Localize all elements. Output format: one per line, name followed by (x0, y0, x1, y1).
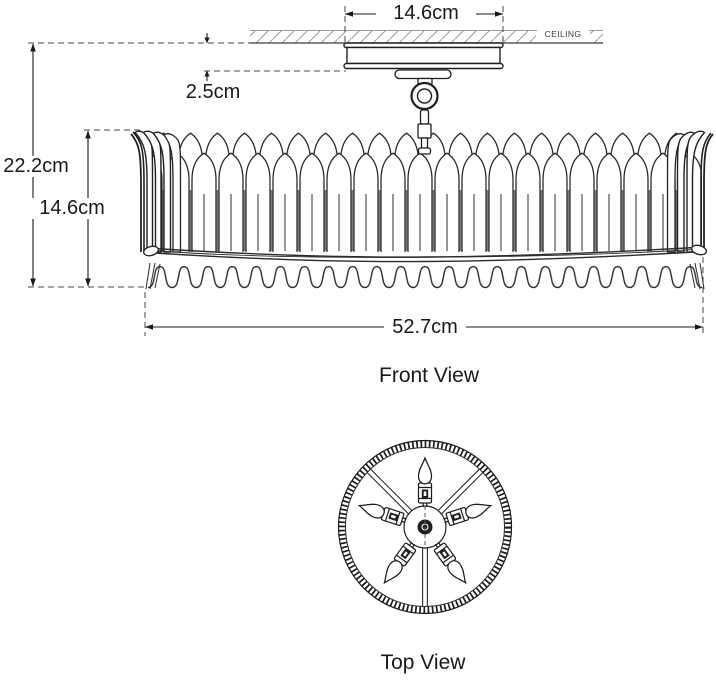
shade-fringe (145, 262, 705, 290)
top-view-caption: Top View (380, 651, 466, 674)
extension-lines (28, 6, 704, 336)
bulb-arm (430, 538, 472, 588)
bulb-arm (417, 457, 433, 508)
front-view-caption: Front View (379, 364, 479, 387)
bulb-arm (441, 498, 494, 528)
shade-left-edge (130, 130, 182, 253)
dim-canopy-height-label: 2.5cm (185, 81, 241, 103)
ceiling-label: CEILING (537, 29, 589, 39)
top-view-rim (337, 439, 513, 615)
canopy (343, 42, 504, 70)
dim-shade-height-label: 14.6cm (30, 198, 114, 219)
top-view-drawing (337, 439, 513, 615)
dim-canopy-width-label: 14.6cm (376, 3, 476, 24)
support-rod (422, 547, 428, 607)
bulb-arm (378, 538, 420, 588)
dimension-canopy-height-arrows (204, 33, 210, 81)
shade-right-edge (666, 130, 714, 253)
dim-overall-width-label: 52.7cm (384, 317, 466, 338)
mounting-stem (394, 69, 452, 155)
dim-overall-height-label: 22.2cm (0, 156, 72, 177)
shade-bottom-band (142, 244, 708, 263)
bulb-arm (356, 498, 409, 528)
